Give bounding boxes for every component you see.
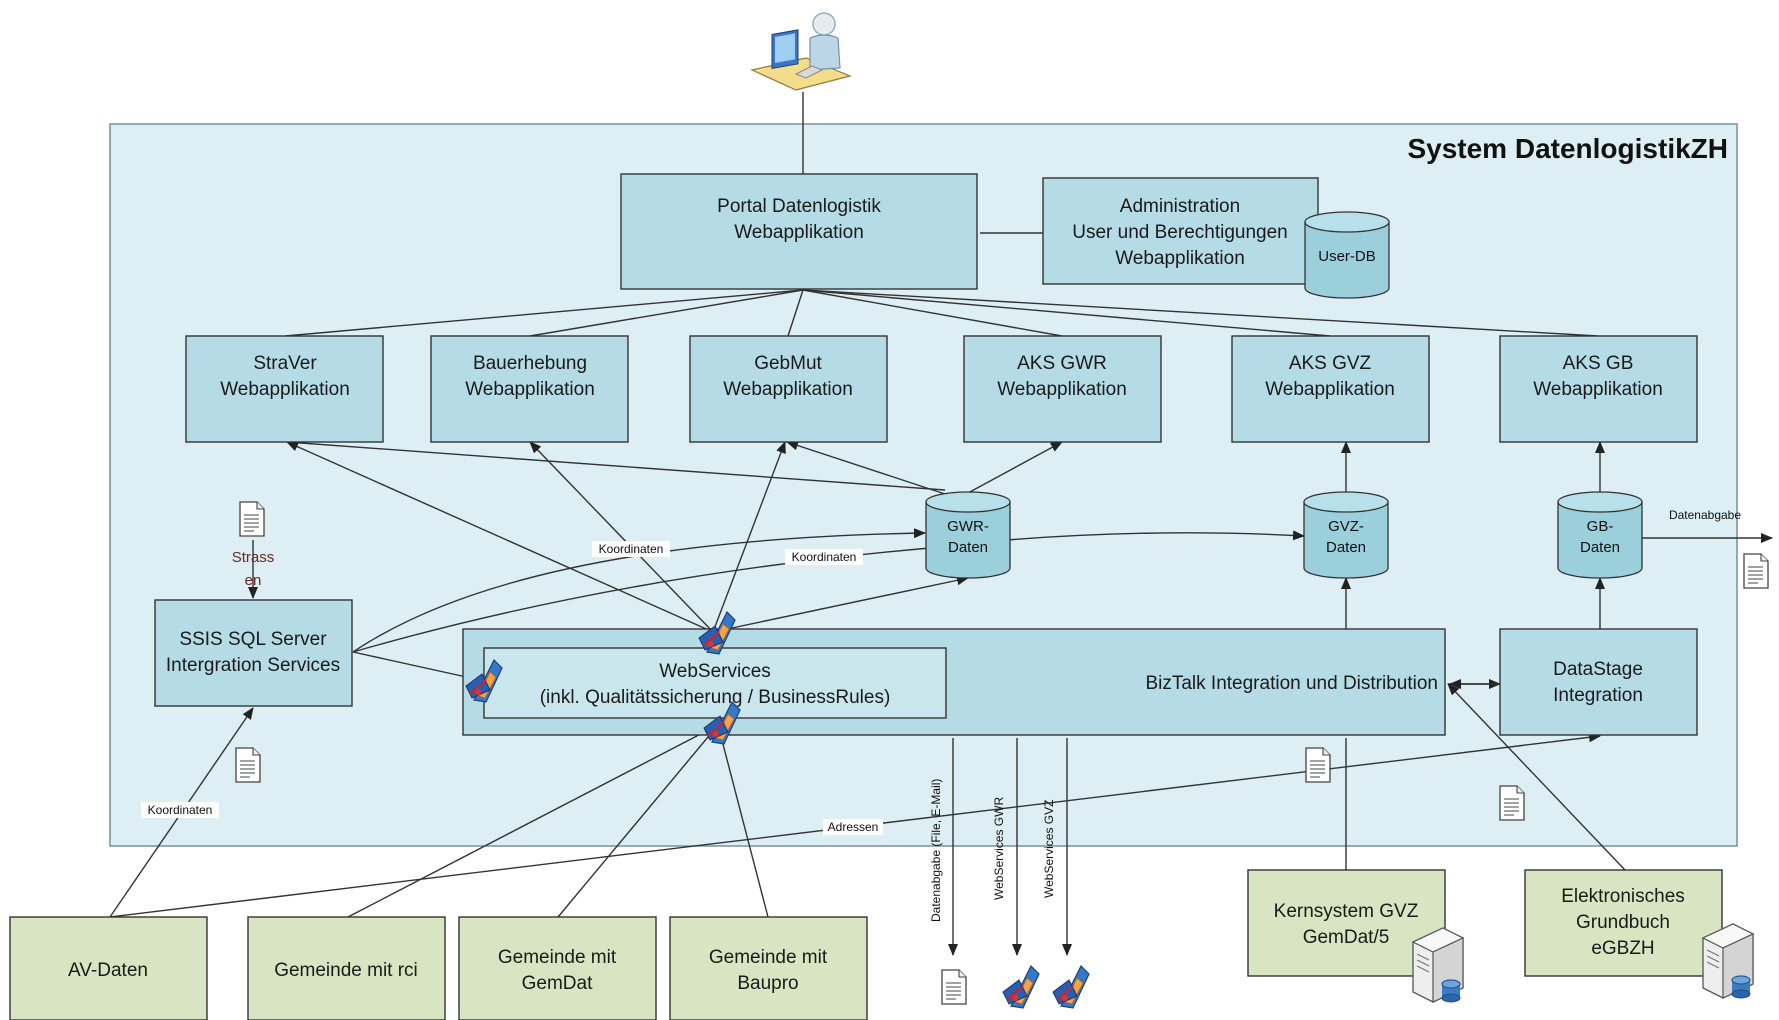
edge-label-bg [785,549,863,565]
source-line1: AV-Daten [68,960,148,981]
webservices-box: WebServices (inkl. Qualitätssicherung / … [483,647,947,719]
edge-label-bg [141,802,219,818]
ssis-line1: SSIS SQL Server [179,629,327,650]
grundbuch-line2: Grundbuch [1576,912,1670,933]
edge-label-ws-gwr: WebServices GWR [992,797,1006,900]
grundbuch-line3: eGBZH [1591,938,1654,959]
app-gebmut: GebMut Webapplikation [689,335,888,443]
app-line2: Webapplikation [1533,379,1663,400]
app-line1: StraVer [253,353,317,374]
document-icon [235,747,261,783]
source-line1: Gemeinde mit [709,947,828,968]
portal-box: Portal Datenlogistik Webapplikation [620,173,978,290]
datastage-line1: DataStage [1553,659,1643,680]
source-gemeinde-gemdat: Gemeinde mit GemDat [458,916,657,1020]
portal-line2: Webapplikation [734,222,864,243]
admin-line1: Administration [1120,196,1240,217]
edge-label-bg [592,541,670,557]
app-line1: AKS GWR [1017,353,1107,374]
server-icon [1702,923,1754,999]
source-gemeinde-rci: Gemeinde mit rci [247,916,446,1020]
app-stra-ver: StraVer Webapplikation [185,335,384,443]
edge-label-koordinaten-1: Koordinaten [599,542,664,556]
source-line2: Baupro [737,973,798,994]
datastage-box: DataStage Integration [1499,628,1698,736]
source-line1: Gemeinde mit [498,947,617,968]
edge-label-adressen: Adressen [828,820,879,834]
kernsystem-line2: GemDat/5 [1303,927,1390,948]
connectors [109,232,1773,956]
webservices-line1: WebServices [659,661,771,682]
edge-label-ws-gvz: WebServices GVZ [1042,800,1056,898]
portal-line1: Portal Datenlogistik [717,196,881,217]
edge-label-strassen-1: Strass [232,549,275,566]
admin-box: Administration User und Berechtigungen W… [1042,177,1319,285]
app-line1: AKS GVZ [1289,353,1372,374]
admin-line2: User und Berechtigungen [1072,222,1287,243]
edge-label-bg [823,819,883,835]
user-db: User-DB [1304,211,1390,299]
db-line1: GVZ- [1328,518,1364,535]
document-icon [1499,785,1525,821]
source-line2: GemDat [522,973,593,994]
gb-daten-db: GB- Daten [1557,491,1643,579]
db-line2: Daten [1580,539,1620,556]
source-line1: Gemeinde mit rci [274,960,418,981]
db-line1: GWR- [947,518,989,535]
webservice-icon [1002,965,1040,1009]
app-line1: Bauerhebung [473,353,587,374]
app-line2: Webapplikation [997,379,1127,400]
db-line2: Daten [948,539,988,556]
db-line2: Daten [1326,539,1366,556]
datastage-line2: Integration [1553,685,1643,706]
document-icon [1305,747,1331,783]
system-title: System DatenlogistikZH [1407,133,1728,164]
ssis-box: SSIS SQL Server Intergration Services [154,599,353,707]
source-av-daten: AV-Daten [9,916,208,1020]
webservice-icon [1052,965,1090,1009]
edge-label-koordinaten-2: Koordinaten [792,550,857,564]
app-line2: Webapplikation [1265,379,1395,400]
edge-label-datenabgabe: Datenabgabe [1669,508,1741,522]
document-icon [1743,553,1769,589]
ssis-line2: Intergration Services [166,655,340,676]
app-aks-gvz: AKS GVZ Webapplikation [1231,335,1430,443]
kernsystem-line1: Kernsystem GVZ [1274,901,1419,922]
grundbuch-box: Elektronisches Grundbuch eGBZH [1524,869,1723,977]
document-icon [941,969,967,1005]
app-aks-gwr: AKS GWR Webapplikation [963,335,1162,443]
app-line1: GebMut [754,353,822,374]
edge-label-strassen-2: en [245,572,262,589]
app-bauerhebung: Bauerhebung Webapplikation [430,335,629,443]
webservices-line2: (inkl. Qualitätssicherung / BusinessRule… [540,687,891,708]
app-line2: Webapplikation [723,379,853,400]
app-line2: Webapplikation [220,379,350,400]
edge-label-koordinaten-3: Koordinaten [148,803,213,817]
admin-line3: Webapplikation [1115,248,1245,269]
gvz-daten-db: GVZ- Daten [1303,491,1389,579]
gwr-daten-db: GWR- Daten [925,491,1011,579]
edge-label-datenabgabe-file: Datenabgabe (File, E-Mail) [929,779,943,922]
app-aks-gb: AKS GB Webapplikation [1499,335,1698,443]
document-icon [239,501,265,537]
app-line1: AKS GB [1563,353,1634,374]
grundbuch-line1: Elektronisches [1561,886,1685,907]
kernsystem-gvz-box: Kernsystem GVZ GemDat/5 [1247,869,1446,977]
source-gemeinde-baupro: Gemeinde mit Baupro [669,916,868,1020]
user-db-label: User-DB [1318,248,1376,265]
server-icon [1412,927,1464,1003]
user-workstation-icon [750,12,852,91]
db-line1: GB- [1587,518,1614,535]
app-line2: Webapplikation [465,379,595,400]
biztalk-label: BizTalk Integration und Distribution [1145,673,1438,694]
